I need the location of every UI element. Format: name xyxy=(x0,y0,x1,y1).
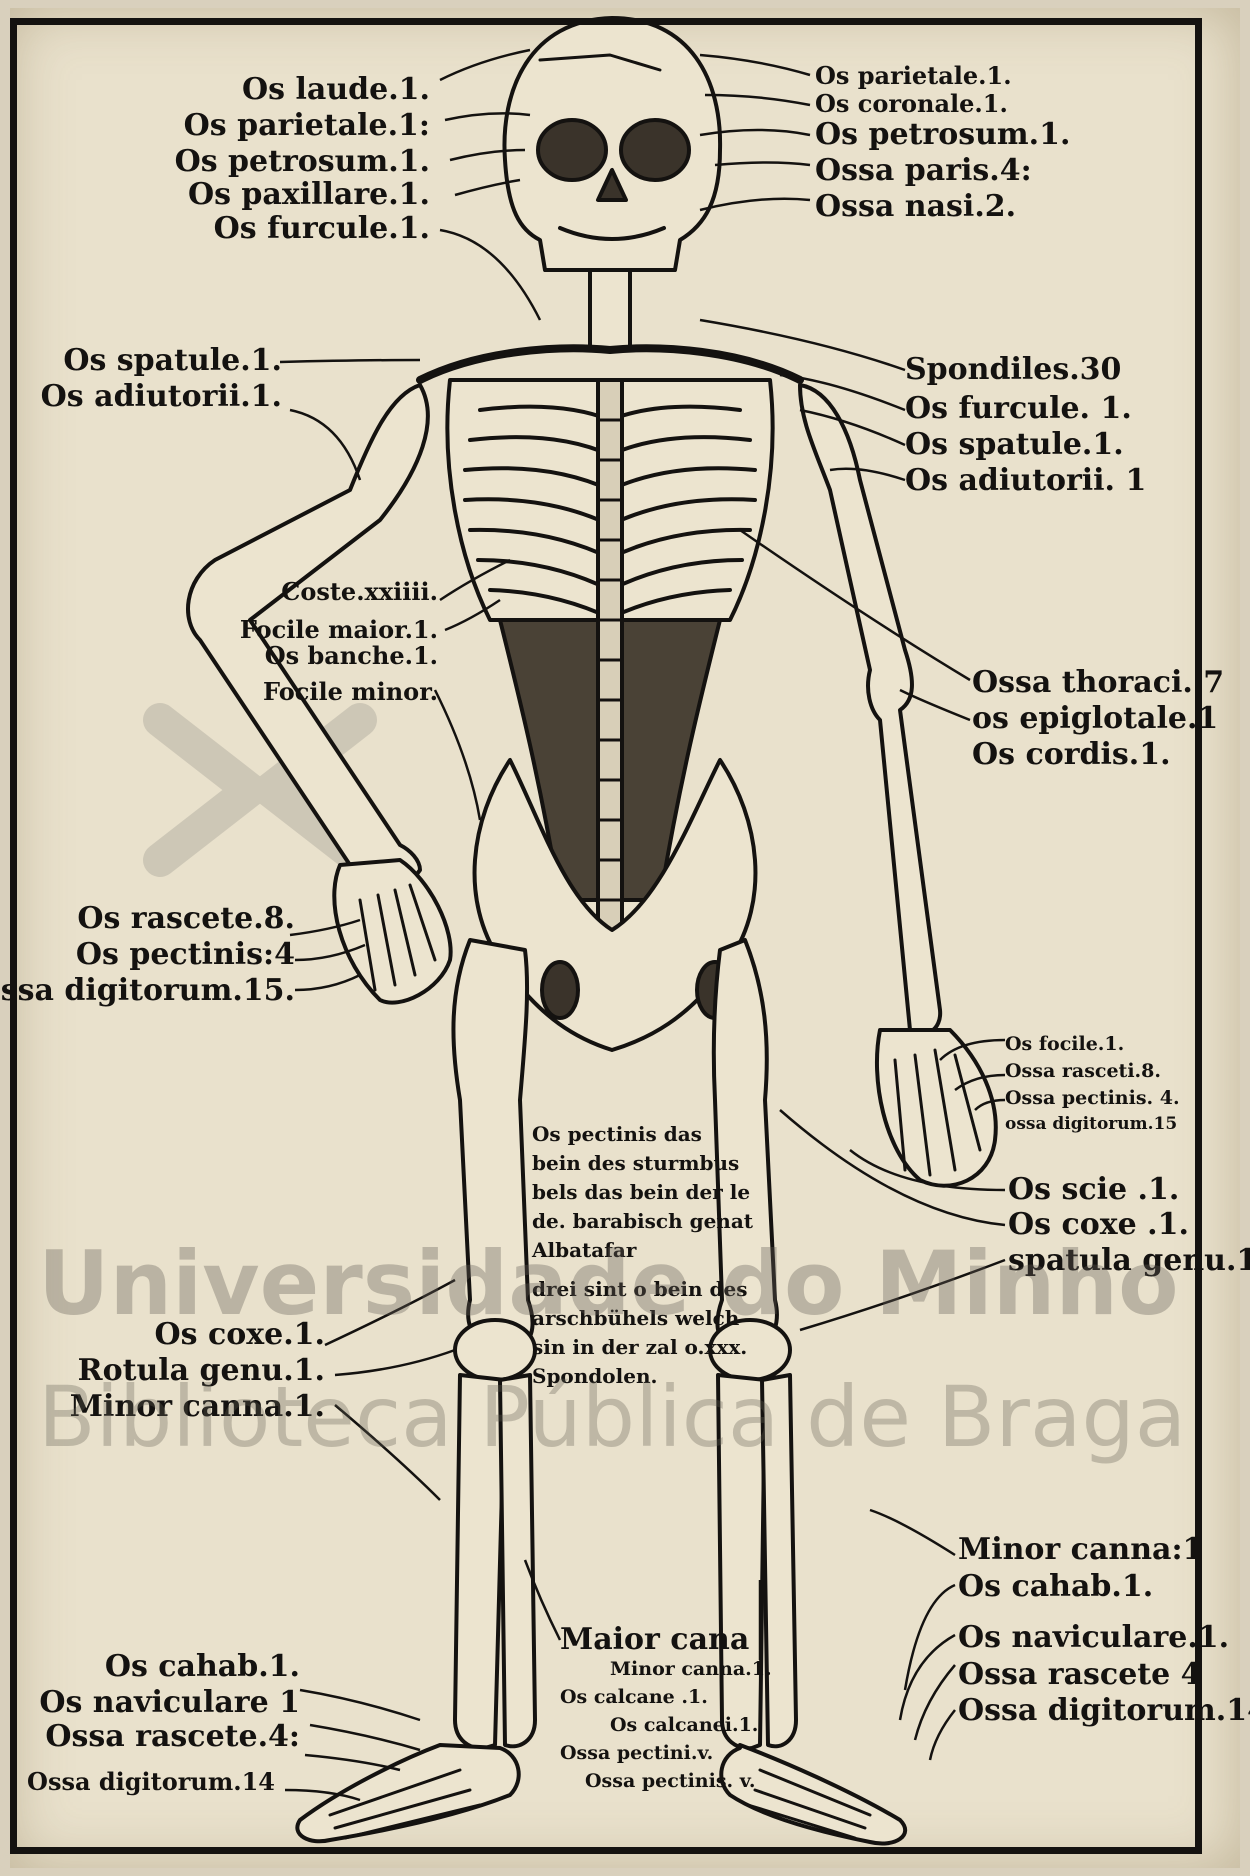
label-ossa-pectinis-center: Ossa pectinis. v. xyxy=(585,1772,756,1791)
label-ossa-digitorum-left-foot: Ossa digitorum.14 xyxy=(27,1770,275,1794)
label-ossa-digitorum-right-hand: ossa digitorum.15 xyxy=(1005,1116,1177,1133)
label-ossa-paris: Ossa paris.4: xyxy=(815,156,1032,186)
label-ossa-pectinis-right: Ossa pectinis. 4. xyxy=(1005,1089,1180,1108)
label-os-paxillare: Os paxillare.1. xyxy=(188,180,430,210)
label-os-scie: Os scie .1. xyxy=(1008,1175,1179,1205)
label-os-adiutorii-right: Os adiutorii. 1 xyxy=(905,466,1146,496)
label-ossa-rascete-left: Ossa rascete.4: xyxy=(45,1722,300,1752)
label-os-spatule-right: Os spatule.1. xyxy=(905,430,1124,460)
label-ossa-digitorum-right-foot: Ossa digitorum.14. xyxy=(958,1696,1250,1726)
label-os-parietale-left: Os parietale.1: xyxy=(184,111,430,141)
label-os-coronale: Os coronale.1. xyxy=(815,92,1008,116)
label-os-calcane: Os calcane .1. xyxy=(560,1688,708,1707)
label-os-epiglotale: os epiglotale.1 xyxy=(972,704,1218,734)
label-ossa-rasceti-right: Ossa rasceti.8. xyxy=(1005,1062,1161,1081)
label-os-cahab-right: Os cahab.1. xyxy=(958,1572,1153,1602)
label-os-petrosum-left: Os petrosum.1. xyxy=(175,147,430,177)
label-coste: Coste.xxiiii. xyxy=(281,580,438,604)
label-minor-canna-center: Minor canna.1. xyxy=(610,1660,772,1679)
label-os-naviculare-right: Os naviculare.1. xyxy=(958,1623,1229,1653)
label-focile-minor: Focile minor. xyxy=(263,680,438,704)
label-ossa-digitorum-left-hand: ossa digitorum.15. xyxy=(0,976,295,1006)
label-os-laude: Os laude.1. xyxy=(242,75,430,105)
center-text-pectinis: Os pectinis das bein des sturmbus bels d… xyxy=(532,1120,753,1265)
label-os-furcule-left: Os furcule.1. xyxy=(214,214,430,244)
label-os-adiutorii-left: Os adiutorii.1. xyxy=(41,382,282,412)
label-os-furcule-right: Os furcule. 1. xyxy=(905,394,1132,424)
center-text-arschbuhels: drei sint o bein des arschbühels welch s… xyxy=(532,1275,748,1391)
label-ossa-thoraci: Ossa thoraci. 7 xyxy=(972,668,1224,698)
label-maior-cana: Maior cana xyxy=(560,1625,749,1655)
label-spatula-genu: spatula genu.1: xyxy=(1008,1246,1250,1276)
label-ossa-pectini: Ossa pectini.v. xyxy=(560,1744,713,1763)
label-os-rascete-left: Os rascete.8. xyxy=(77,904,295,934)
label-minor-canna-right: Minor canna:1 xyxy=(958,1535,1203,1565)
label-minor-canna-left: Minor canna.1. xyxy=(70,1392,325,1422)
label-focile-maior: Focile maior.1. xyxy=(240,618,438,642)
label-ossa-rascete-right: Ossa rascete 4 xyxy=(958,1660,1202,1690)
label-os-cahab-left: Os cahab.1. xyxy=(105,1652,300,1682)
label-os-cordis: Os cordis.1. xyxy=(972,740,1171,770)
label-os-banche: Os banche.1. xyxy=(265,644,438,668)
label-os-coxe-right: Os coxe .1. xyxy=(1008,1210,1189,1240)
label-os-focile-right: Os focile.1. xyxy=(1005,1035,1124,1054)
label-os-parietale-right: Os parietale.1. xyxy=(815,64,1012,88)
label-os-petrosum-right: Os petrosum.1. xyxy=(815,120,1070,150)
label-rotula-genu: Rotula genu.1. xyxy=(78,1356,325,1386)
label-os-calcanei: Os calcanei.1. xyxy=(610,1716,758,1735)
label-ossa-nasi: Ossa nasi.2. xyxy=(815,192,1016,222)
label-os-spatule-left: Os spatule.1. xyxy=(63,346,282,376)
label-os-naviculare-left: Os naviculare 1 xyxy=(39,1688,300,1718)
label-spondiles: Spondiles.30 xyxy=(905,355,1121,385)
label-os-coxe-left: Os coxe.1. xyxy=(155,1320,325,1350)
label-os-pectinis-left: Os pectinis:4 xyxy=(76,940,295,970)
